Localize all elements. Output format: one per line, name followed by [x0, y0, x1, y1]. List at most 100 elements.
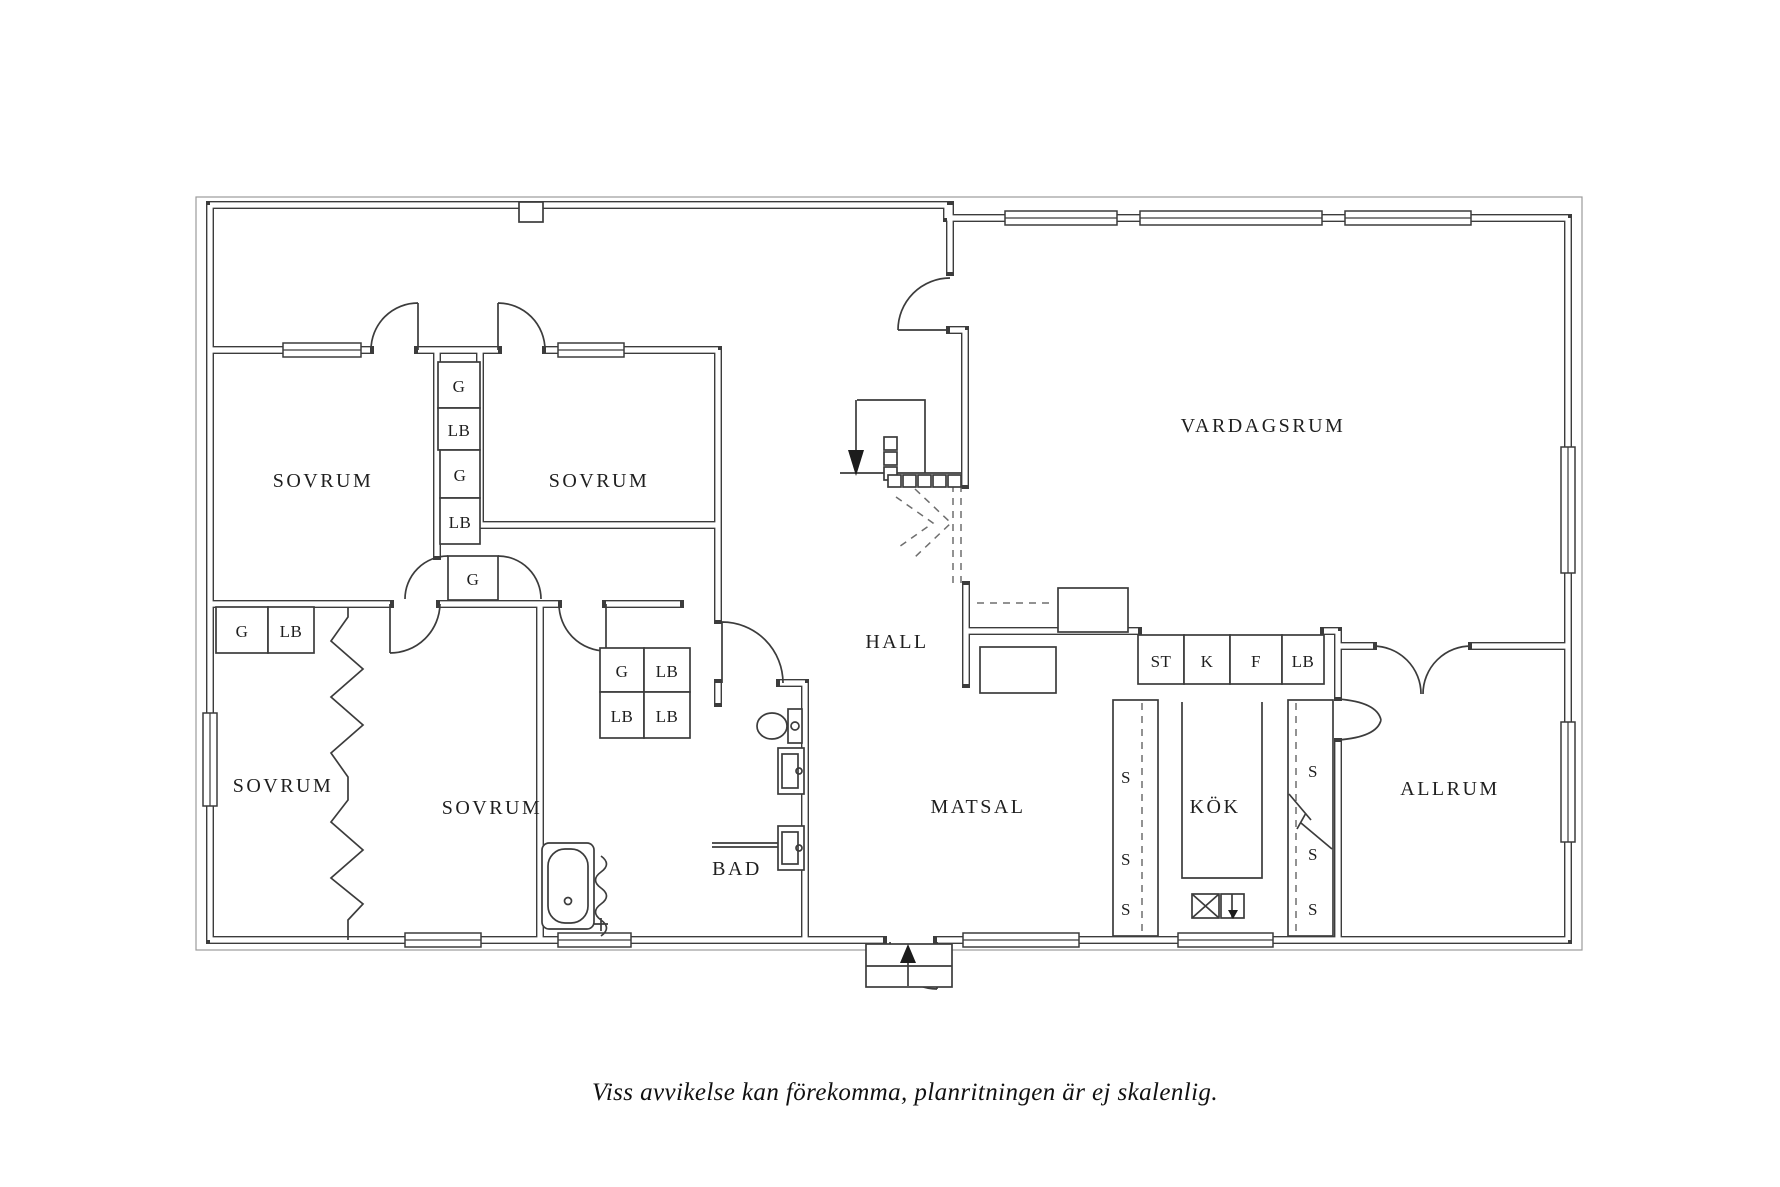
door-corridor-sovrum-nw	[370, 302, 419, 351]
door-hall-bad	[721, 621, 784, 684]
double-door-allrum	[1372, 645, 1473, 695]
window	[962, 932, 1080, 948]
closet-label-lb: LB	[656, 707, 679, 726]
room-label-hall: HALL	[865, 631, 928, 653]
sink-icon	[777, 747, 805, 795]
room-labels: SOVRUM SOVRUM SOVRUM SOVRUM VARDAGSRUM H…	[233, 415, 1499, 880]
closet-lb: LB	[439, 497, 481, 545]
chimney-notch	[518, 201, 544, 223]
wardrobe-door-right	[497, 555, 542, 600]
kitchen-counter	[1181, 702, 1263, 879]
towel-radiator-icon	[594, 855, 608, 937]
window	[557, 342, 625, 358]
closet-label-lb: LB	[449, 513, 472, 532]
kitchen-sink-icon	[1191, 893, 1220, 919]
doors	[370, 277, 1473, 990]
cabinet-label-s: S	[1121, 900, 1131, 919]
closet-label-g: G	[236, 622, 249, 641]
window	[282, 342, 362, 358]
zigzag-partition	[329, 607, 365, 940]
room-label-vardagsrum: VARDAGSRUM	[1181, 415, 1346, 437]
cabinet-label-st: ST	[1151, 652, 1172, 671]
room-label-sovrum-nw: SOVRUM	[273, 470, 374, 492]
window	[1560, 446, 1576, 574]
window	[404, 932, 482, 948]
window	[202, 712, 218, 807]
window	[557, 932, 632, 948]
kitchen-s-labels: S S S S S S	[1121, 762, 1318, 919]
cabinet-label-s: S	[1308, 845, 1318, 864]
closet-g: G	[215, 606, 269, 654]
shelf	[712, 842, 778, 848]
swing-door-allrum-west	[1337, 698, 1382, 741]
closet-label-lb: LB	[448, 421, 471, 440]
closet-lb: LB	[267, 606, 315, 654]
closet-label-g: G	[454, 466, 467, 485]
cabinet-label-s: S	[1121, 768, 1131, 787]
closet-g: G	[437, 361, 481, 409]
entry-arrow-icon	[900, 944, 916, 963]
closet-label-lb: LB	[656, 662, 679, 681]
closet-lb: LB	[437, 407, 481, 451]
bathtub-icon	[541, 842, 595, 930]
cabinet-label-s: S	[1308, 762, 1318, 781]
cabinet-label-s: S	[1121, 850, 1131, 869]
closets: G LB G LB G G LB G LB LB LB ST K F LB	[215, 361, 1325, 739]
window	[1344, 210, 1472, 226]
stairs-down-arrow-icon	[848, 450, 864, 476]
fireplace-hearth	[979, 646, 1057, 694]
cabinet-k: K	[1183, 634, 1231, 685]
fireplace-box	[1057, 587, 1129, 633]
closet-g: G	[447, 555, 499, 601]
closet-label-g: G	[616, 662, 629, 681]
wardrobe-door-left	[404, 555, 449, 600]
entry-porch	[865, 943, 953, 988]
fireplace	[979, 587, 1129, 694]
closet-label-lb: LB	[611, 707, 634, 726]
door-corridor-vardagsrum	[897, 277, 951, 331]
window	[1560, 721, 1576, 843]
cabinet-st: ST	[1137, 634, 1185, 685]
closet-lb: LB	[643, 647, 691, 693]
kitchen-cabinet-strip-left	[1112, 699, 1159, 937]
folding-opening	[895, 485, 1053, 604]
stove-icon	[1220, 893, 1245, 919]
stairs	[840, 399, 962, 488]
room-label-allrum: ALLRUM	[1400, 778, 1499, 800]
toilet-icon	[756, 708, 803, 744]
closet-g: G	[599, 647, 645, 693]
closet-label-g: G	[467, 570, 480, 589]
caption: Viss avvikelse kan förekomma, planritnin…	[592, 1079, 1218, 1106]
cabinet-f: F	[1229, 634, 1283, 685]
door-strip-bad	[558, 603, 607, 652]
window	[1177, 932, 1274, 948]
cabinet-lb: LB	[1281, 634, 1325, 685]
cabinet-label-lb: LB	[1292, 652, 1315, 671]
closet-label-g: G	[453, 377, 466, 396]
room-label-sovrum-n: SOVRUM	[549, 470, 650, 492]
door-corridor-sovrum-n	[497, 302, 546, 351]
cabinet-label-k: K	[1201, 652, 1214, 671]
room-label-bad: BAD	[712, 858, 762, 880]
room-label-sovrum-s: SOVRUM	[442, 797, 543, 819]
kitchen-cabinet-strip-right	[1287, 699, 1334, 937]
door-sovrum-s	[389, 603, 441, 654]
bathroom-fixtures	[541, 708, 805, 937]
sink-icon	[777, 825, 805, 871]
facade-offset-outline	[195, 196, 1583, 951]
walls	[206, 201, 1572, 944]
room-label-matsal: MATSAL	[930, 796, 1025, 818]
room-label-kok: KÖK	[1190, 795, 1241, 818]
closet-label-lb: LB	[280, 622, 303, 641]
cabinet-label-f: F	[1251, 652, 1261, 671]
window	[1139, 210, 1323, 226]
room-label-sovrum-sw: SOVRUM	[233, 775, 334, 797]
kitchen	[1112, 699, 1334, 937]
pantry-diagonal	[1288, 793, 1333, 850]
window	[1004, 210, 1118, 226]
closet-lb: LB	[643, 691, 691, 739]
closet-g: G	[439, 449, 481, 499]
closet-lb: LB	[599, 691, 645, 739]
